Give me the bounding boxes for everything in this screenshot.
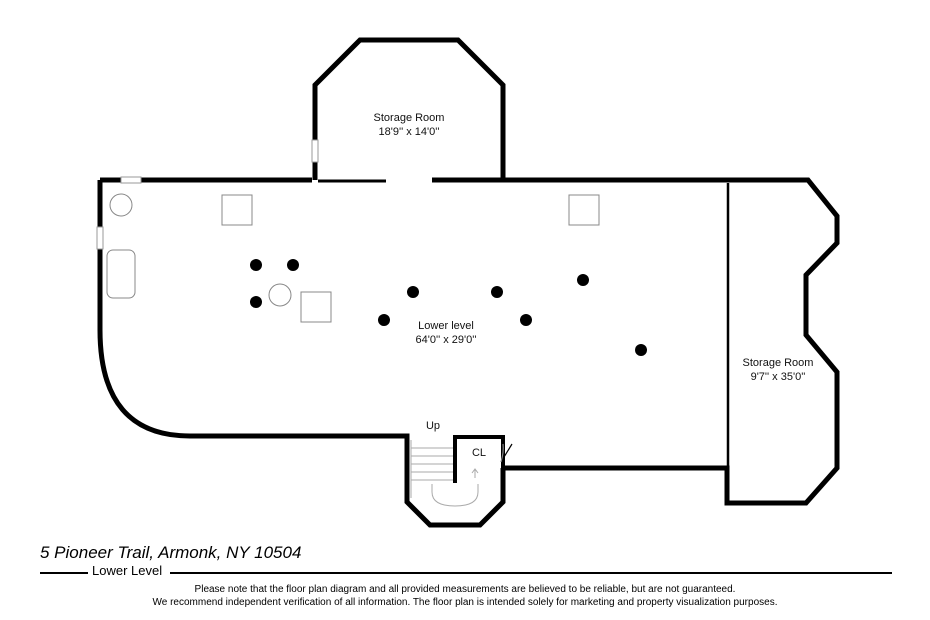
- equipment-box: [221, 194, 253, 226]
- room-name: Storage Room: [374, 112, 445, 124]
- divider: [40, 572, 88, 574]
- divider: [170, 572, 892, 574]
- stairs-label: Up: [426, 420, 440, 432]
- outer-wall: [97, 177, 840, 528]
- support-columns: [250, 259, 647, 356]
- column-icon: [250, 259, 262, 271]
- oil-tank: [106, 249, 136, 299]
- column-icon: [250, 296, 262, 308]
- room-dimensions: 64'0'' x 29'0'': [416, 334, 477, 346]
- round-fixture: [268, 283, 292, 307]
- disclaimer-line-2: We recommend independent verification of…: [152, 597, 778, 608]
- window: [311, 139, 319, 163]
- closet-wall: [453, 435, 505, 483]
- column-icon: [407, 286, 419, 298]
- window: [120, 176, 142, 184]
- column-icon: [577, 274, 589, 286]
- water-heater: [109, 193, 133, 217]
- floor-plan: Storage Room 18'9'' x 14'0'' Lower level…: [96, 37, 840, 528]
- room-dimensions: 9'7'' x 35'0'': [751, 371, 806, 383]
- disclaimer-line-1: Please note that the floor plan diagram …: [194, 584, 736, 595]
- closet-label: CL: [472, 447, 486, 459]
- room-name: Lower level: [418, 320, 474, 332]
- property-address: 5 Pioneer Trail, Armonk, NY 10504: [40, 543, 302, 562]
- equipment-box: [568, 194, 600, 226]
- staircase: [410, 440, 479, 507]
- column-icon: [491, 286, 503, 298]
- storage-room-top-wall: [312, 37, 506, 180]
- column-icon: [287, 259, 299, 271]
- room-name: Storage Room: [743, 357, 814, 369]
- equipment-box: [300, 291, 332, 323]
- column-icon: [378, 314, 390, 326]
- room-dimensions: 18'9'' x 14'0'': [379, 126, 440, 138]
- level-label: Lower Level: [90, 563, 165, 578]
- column-icon: [520, 314, 532, 326]
- column-icon: [635, 344, 647, 356]
- window: [96, 226, 104, 250]
- closet-door: [500, 443, 513, 463]
